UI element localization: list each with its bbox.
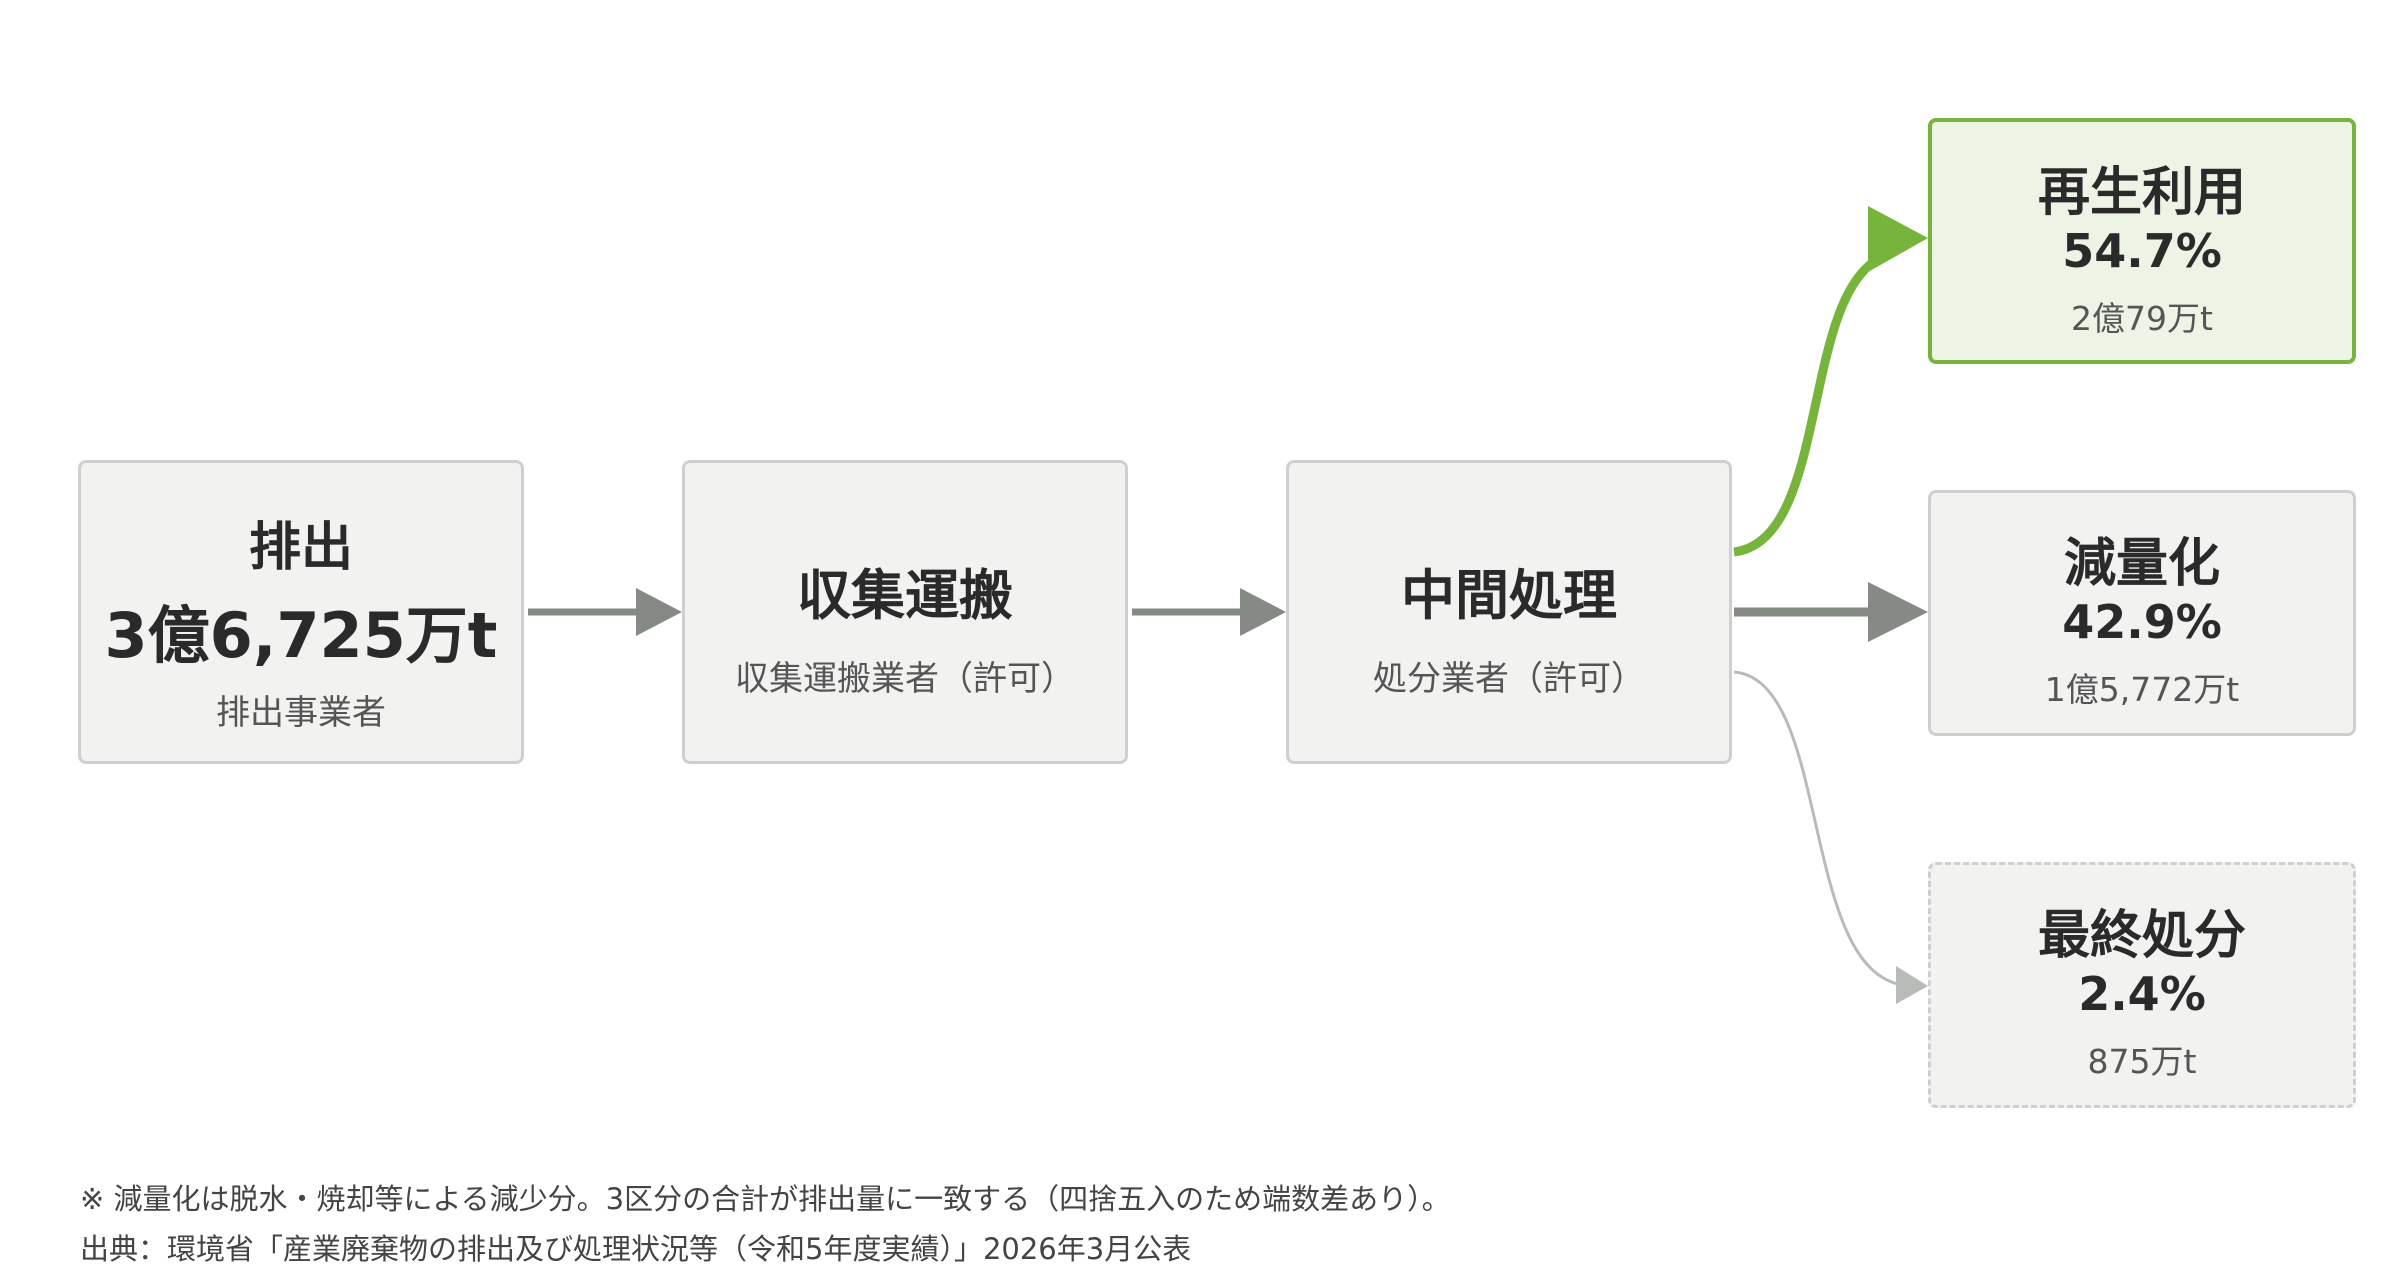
node-intermediate-title: 中間処理 [1401, 564, 1617, 627]
source-note: 出典：環境省「産業廃棄物の排出及び処理状況等（令和5年度実績）」2026年3月公… [80, 1232, 1192, 1266]
node-intermediate-sub: 処分業者（許可） [1373, 659, 1645, 699]
node-final-title: 最終処分 [2037, 906, 2246, 966]
node-emission: 排出 3億6,725万t 排出事業者 [78, 460, 524, 764]
node-recycle-title: 再生利用 [2037, 163, 2246, 223]
arrow-head-final [1896, 966, 1928, 1004]
node-emission-title: 排出 [248, 518, 353, 578]
node-intermediate: 中間処理 処分業者（許可） [1286, 460, 1732, 764]
node-final-percent: 2.4% [2078, 967, 2206, 1021]
node-reduction-percent: 42.9% [2062, 595, 2222, 649]
node-recycle: 再生利用 54.7% 2億79万t [1928, 118, 2356, 364]
node-final-amount: 875万t [2087, 1042, 2197, 1081]
arrow-head-intermediate [1240, 588, 1286, 636]
arrow-head-reduction [1868, 582, 1928, 642]
node-collection: 収集運搬 収集運搬業者（許可） [682, 460, 1128, 764]
node-emission-sub: 排出事業者 [216, 693, 386, 733]
node-recycle-percent: 54.7% [2062, 224, 2222, 278]
arrow-head-collection [636, 588, 682, 636]
node-reduction: 減量化 42.9% 1億5,772万t [1928, 490, 2356, 736]
node-collection-sub: 収集運搬業者（許可） [735, 659, 1075, 699]
node-reduction-amount: 1億5,772万t [2044, 670, 2240, 709]
arrow-head-recycle [1868, 206, 1928, 272]
node-emission-value: 3億6,725万t [104, 599, 498, 672]
node-collection-title: 収集運搬 [797, 564, 1013, 627]
node-final-disposal: 最終処分 2.4% 875万t [1928, 862, 2356, 1108]
arrow-to-final [1733, 670, 1899, 986]
footnote: ※ 減量化は脱水・焼却等による減少分。3区分の合計が排出量に一致する（四捨五入の… [80, 1182, 1451, 1216]
node-recycle-amount: 2億79万t [2071, 299, 2213, 338]
node-reduction-title: 減量化 [2063, 534, 2220, 594]
arrow-to-recycle [1733, 254, 1883, 557]
